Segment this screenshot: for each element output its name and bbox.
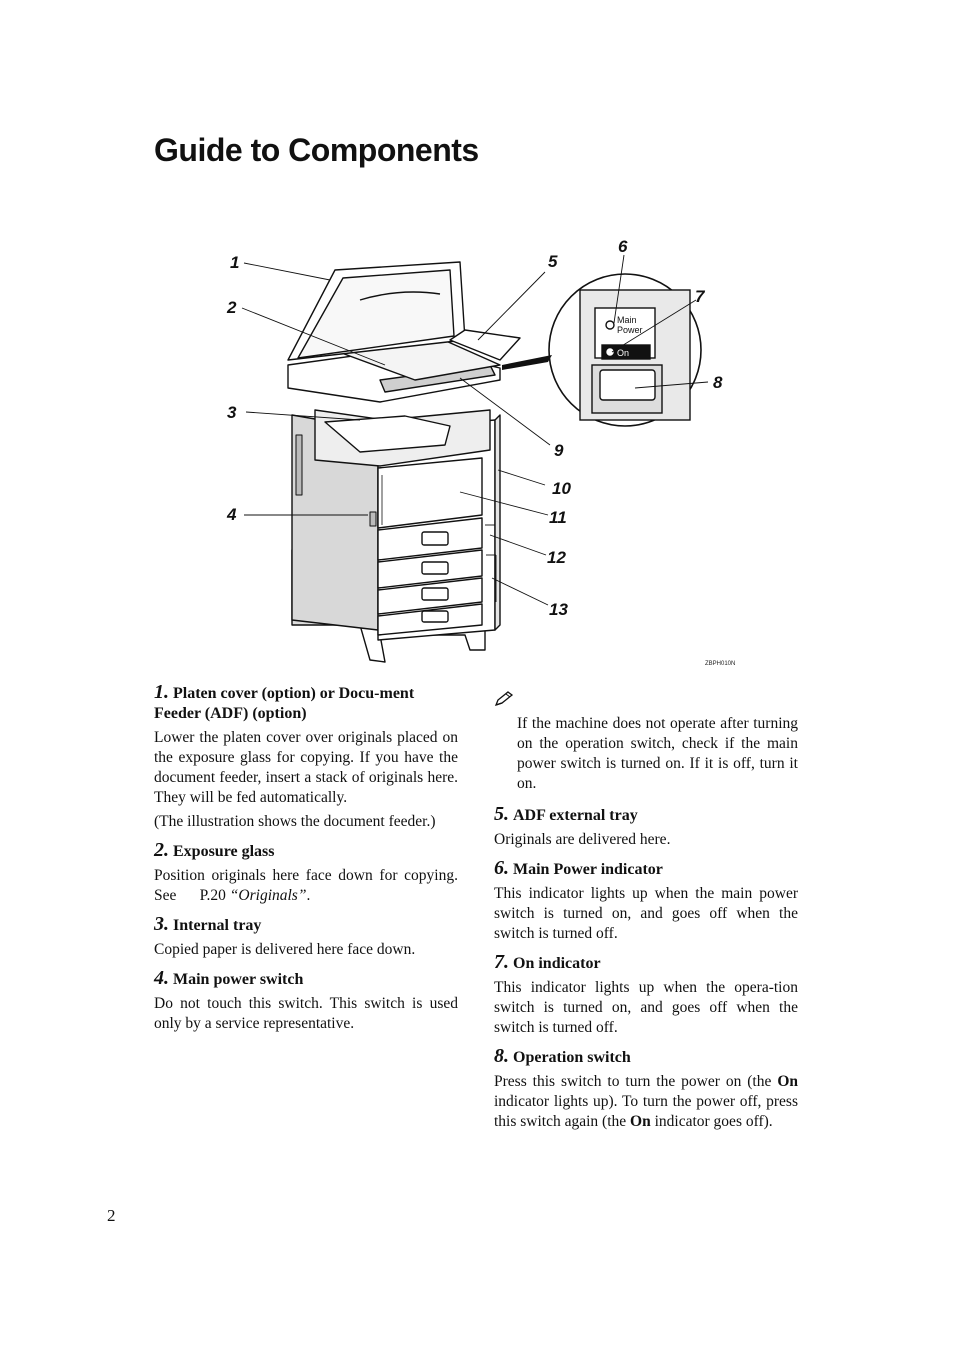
callout-6: 6 [618, 237, 628, 256]
note-block: If the machine does not operate after tu… [494, 690, 798, 794]
callout-12: 12 [547, 548, 566, 567]
item-description: This indicator lights up when the main p… [494, 885, 798, 942]
item-title: Exposure glass [173, 843, 275, 860]
right-column: If the machine does not operate after tu… [494, 690, 798, 1140]
left-column: 1.Platen cover (option) or Docu-ment Fee… [154, 682, 458, 1042]
item-description: Copied paper is delivered here face down… [154, 941, 416, 958]
item-internal-tray: 3.Internal tray Copied paper is delivere… [154, 914, 458, 960]
item-title: Platen cover (option) or Docu-ment Feede… [154, 685, 415, 722]
item-platen-cover: 1.Platen cover (option) or Docu-ment Fee… [154, 682, 458, 832]
item-title: Main power switch [173, 971, 304, 988]
callout-4: 4 [226, 505, 237, 524]
callout-13: 13 [549, 600, 568, 619]
item-number: 1. [154, 681, 169, 703]
item-title: ADF external tray [513, 807, 638, 824]
item-description: Originals are delivered here. [494, 831, 671, 848]
item-title: Operation switch [513, 1049, 631, 1066]
callout-7: 7 [695, 287, 706, 306]
callout-2: 2 [226, 298, 237, 317]
page-reference-link[interactable]: P.20 [199, 887, 226, 904]
page-number: 2 [107, 1206, 116, 1225]
item-description-note: (The illustration shows the document fee… [154, 813, 436, 830]
page-title: Guide to Components [154, 132, 479, 168]
item-number: 5. [494, 803, 509, 825]
callout-9: 9 [554, 441, 564, 460]
item-title: Main Power indicator [513, 861, 663, 878]
item-title: On indicator [513, 955, 601, 972]
figure-code: ZBPH010N [705, 661, 735, 667]
item-main-power-indicator: 6.Main Power indicator This indicator li… [494, 858, 798, 944]
copier-diagram: Main Power On 1 2 3 4 5 6 [226, 237, 735, 667]
item-description: Do not touch this switch. This switch is… [154, 995, 458, 1032]
item-number: 7. [494, 951, 509, 973]
item-number: 6. [494, 857, 509, 879]
callout-11: 11 [549, 508, 567, 527]
item-number: 2. [154, 839, 169, 861]
item-description: This indicator lights up when the opera-… [494, 979, 798, 1036]
power-label: Power [617, 325, 643, 335]
item-exposure-glass: 2.Exposure glass Position originals here… [154, 840, 458, 906]
on-label: On [617, 348, 629, 358]
callout-8: 8 [713, 373, 723, 392]
callout-1: 1 [230, 253, 239, 272]
item-description: Lower the platen cover over originals pl… [154, 729, 458, 806]
note-text: If the machine does not operate after tu… [517, 715, 798, 792]
item-description: Press this switch to turn the power on (… [494, 1073, 798, 1130]
reference-title: “Originals” [229, 887, 307, 904]
item-number: 4. [154, 967, 169, 989]
pencil-note-icon [494, 691, 514, 707]
item-number: 3. [154, 913, 169, 935]
item-number: 8. [494, 1045, 509, 1067]
item-title: Internal tray [173, 917, 262, 934]
item-operation-switch: 8.Operation switch Press this switch to … [494, 1046, 798, 1132]
copier-illustration: Main Power On 1 2 3 4 5 6 [210, 230, 770, 670]
callout-5: 5 [548, 252, 558, 271]
item-description: Position originals here face down for co… [154, 867, 458, 904]
callout-10: 10 [552, 479, 571, 498]
main-label: Main [617, 315, 637, 325]
callout-3: 3 [227, 403, 237, 422]
item-main-power-switch: 4.Main power switch Do not touch this sw… [154, 968, 458, 1034]
item-adf-external-tray: 5.ADF external tray Originals are delive… [494, 804, 798, 850]
item-on-indicator: 7.On indicator This indicator lights up … [494, 952, 798, 1038]
